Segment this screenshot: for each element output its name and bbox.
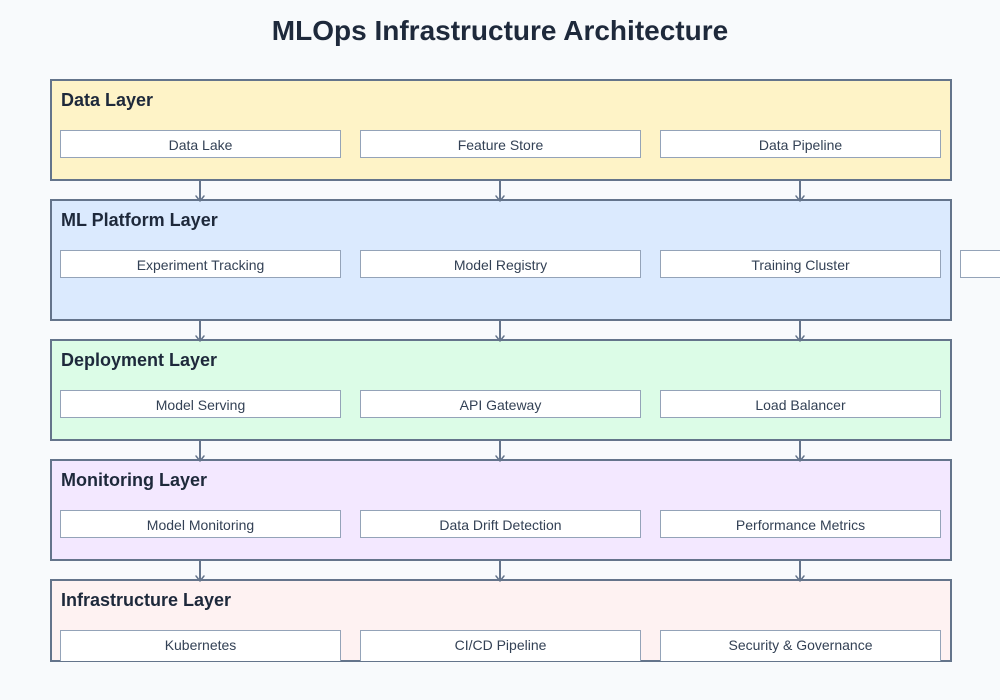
component-performance-metrics: Performance Metrics [660,510,941,538]
component-data-lake: Data Lake [60,130,341,158]
component-model-registry: Model Registry [360,250,641,278]
layer-title-infrastructure: Infrastructure Layer [61,590,232,610]
component-kubernetes: Kubernetes [60,630,341,661]
component-load-balancer: Load Balancer [660,390,941,418]
diagram-title: MLOps Infrastructure Architecture [271,15,729,46]
component-experiment-tracking: Experiment Tracking [60,250,341,278]
component-data-pipeline: Data Pipeline [660,130,941,158]
component-data-drift-detection: Data Drift Detection [360,510,641,538]
component-model-monitoring: Model Monitoring [60,510,341,538]
component-overflow-box [960,250,1000,278]
layer-title-monitoring: Monitoring Layer [61,470,208,490]
component-ci-cd-pipeline: CI/CD Pipeline [360,630,641,661]
component-security-governance: Security & Governance [660,630,941,661]
component-feature-store: Feature Store [360,130,641,158]
layer-title-deployment: Deployment Layer [61,350,218,370]
component-model-serving: Model Serving [60,390,341,418]
layer-title-ml-platform: ML Platform Layer [61,210,218,230]
component-training-cluster: Training Cluster [660,250,941,278]
layer-title-data: Data Layer [61,90,154,110]
component-api-gateway: API Gateway [360,390,641,418]
